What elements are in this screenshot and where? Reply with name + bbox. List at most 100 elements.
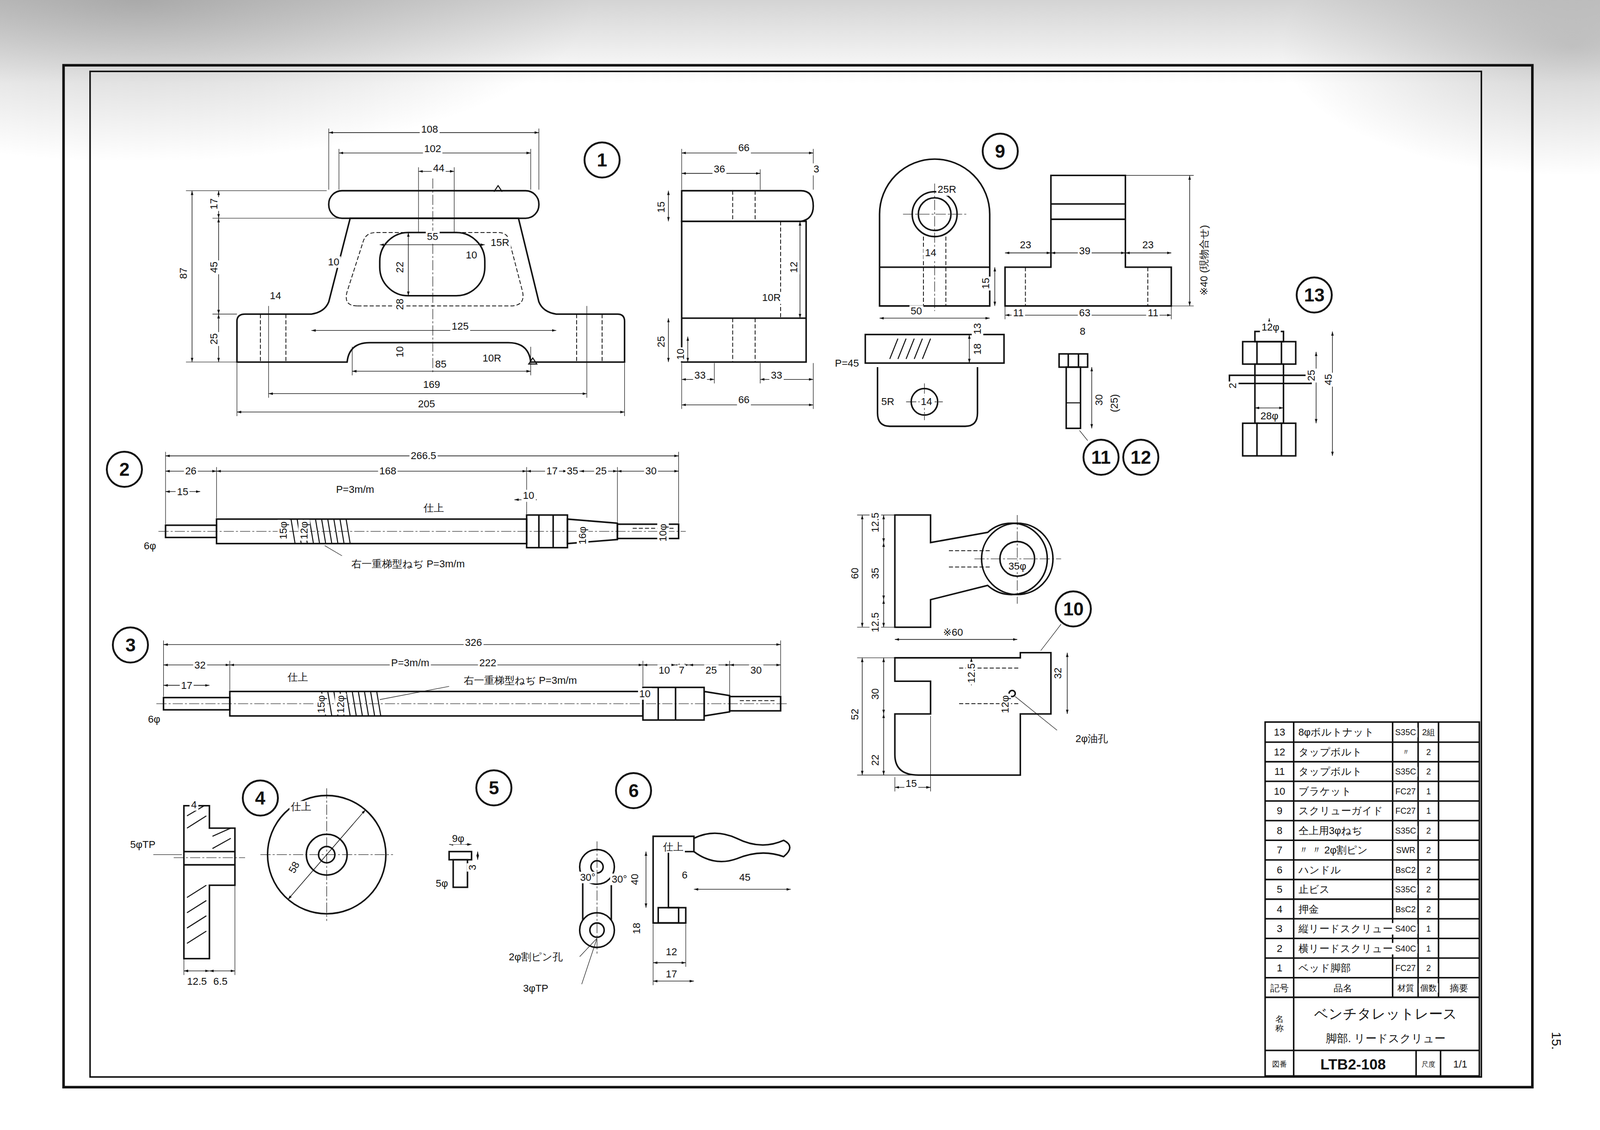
drawing-rect [449, 851, 472, 861]
dimension-label: 仝上用3φねぢ [1297, 824, 1365, 837]
drawing-line [582, 877, 584, 921]
dimension-label: 50 [909, 305, 924, 317]
dimension-label: 14 [919, 396, 934, 408]
dimension-label: 2 [1226, 381, 1239, 390]
dimension-label: 12φ [1260, 321, 1281, 334]
drawing-rect [328, 190, 539, 219]
drawing-line [552, 515, 554, 548]
drawing-line [857, 775, 919, 776]
drawing-g [158, 451, 686, 556]
callout-number: 2 [119, 460, 130, 479]
drawing-line [324, 545, 342, 556]
drawing-line [1255, 407, 1284, 409]
drawing-line [861, 515, 863, 628]
drawing-line [1079, 430, 1088, 441]
dimension-label: 2 [1424, 885, 1433, 895]
drawing-line [288, 809, 366, 900]
drawing-line [780, 640, 782, 696]
dimension-label: 35φ [1007, 560, 1028, 573]
dimension-label: 11 [1146, 307, 1160, 320]
drawing-g [156, 640, 788, 720]
drawing-g [579, 833, 792, 986]
dimension-label: 28φ [1259, 410, 1280, 423]
dimension-label: 〃 [1400, 747, 1412, 757]
drawing-g [290, 519, 351, 544]
drawing-line [376, 691, 382, 717]
drawing-line [624, 363, 625, 417]
dimension-label: ※60 [941, 626, 965, 639]
callout-number: 10 [1063, 599, 1084, 619]
dimension-label: 35 [869, 566, 882, 581]
drawing-line [185, 190, 327, 191]
drawing-line [945, 236, 947, 307]
drawing-rect [865, 334, 1004, 364]
drawing-line [1051, 203, 1126, 205]
dimension-label: 〃 〃 2φ割ピン [1297, 844, 1370, 857]
drawing-line [311, 330, 556, 331]
drawing-line [333, 519, 339, 544]
dimension-label: FC27 [1394, 806, 1418, 817]
dimension-label: S35C [1393, 727, 1418, 738]
drawing-rect [1265, 722, 1480, 1077]
drawing-line [732, 190, 734, 222]
dimension-label: 35 [565, 465, 580, 478]
drawing-g [1265, 722, 1480, 1077]
callout-number: 3 [125, 635, 136, 655]
dimension-label: 22 [393, 260, 406, 275]
dimension-label: 55 [425, 230, 440, 243]
drawing-line [674, 687, 677, 721]
dimension-label: 材質 [1396, 983, 1416, 993]
dimension-label: 10 [464, 249, 479, 261]
dimension-label: ベンチタレットレース [1312, 1006, 1459, 1023]
dimension-label: 11 [1011, 307, 1026, 320]
dimension-label: 15φ [315, 693, 327, 715]
drawing-line [1051, 218, 1126, 221]
dimension-label: 1/1 [1451, 1058, 1469, 1071]
dimension-label: LTB2-108 [1318, 1055, 1388, 1073]
drawing-g [185, 128, 625, 417]
dimension-label: 85 [433, 358, 448, 370]
drawing-line [1280, 341, 1282, 365]
dimension-label: 17 [664, 968, 679, 981]
drawing-line [1004, 306, 1006, 320]
callout-circle: 13 [1295, 276, 1333, 314]
callout-circle: 11 [1082, 438, 1120, 476]
drawing-line [236, 363, 238, 417]
drawing-path [186, 806, 231, 944]
drawing-line [345, 519, 351, 544]
dimension-label: 5φTP [129, 838, 158, 851]
drawing-line [1066, 652, 1068, 714]
drawing-line [185, 361, 237, 363]
drawing-line [668, 318, 669, 363]
dimension-label: ※40 (現物合せ) [1198, 223, 1210, 297]
dimension-label: 66 [736, 393, 751, 406]
drawing-line [754, 318, 756, 363]
drawing-rect [229, 691, 643, 717]
callout-number: 5 [488, 778, 499, 798]
dimension-label: ハンドル [1297, 864, 1343, 876]
dimension-label: 10 [521, 490, 536, 502]
drawing-line [994, 267, 996, 307]
drawing-line [894, 639, 1018, 640]
dimension-label: 5R [880, 396, 896, 408]
dimension-label: 10 [657, 664, 671, 677]
drawing-rect [1242, 341, 1296, 365]
dimension-label: 11 [1273, 766, 1287, 778]
drawing-line [407, 232, 409, 296]
dimension-label: 12.5 [869, 611, 882, 634]
drawing-line [681, 148, 683, 190]
drawing-rect [1066, 367, 1081, 429]
dimension-label: 14 [268, 289, 283, 302]
dimension-label: 8 [1078, 325, 1087, 338]
dimension-label: 2組 [1420, 727, 1437, 738]
callout-number: 11 [1091, 448, 1111, 467]
drawing-rect [526, 515, 568, 548]
dimension-label: 17 [545, 465, 560, 478]
drawing-line [857, 657, 896, 659]
dimension-label: BsC2 [1394, 865, 1418, 875]
dimension-label: 40 [628, 872, 641, 887]
dimension-label: タップボルト [1297, 746, 1364, 758]
dimension-label: 63 [1077, 307, 1092, 320]
drawing-g [857, 515, 1068, 792]
drawing-line [530, 148, 531, 190]
